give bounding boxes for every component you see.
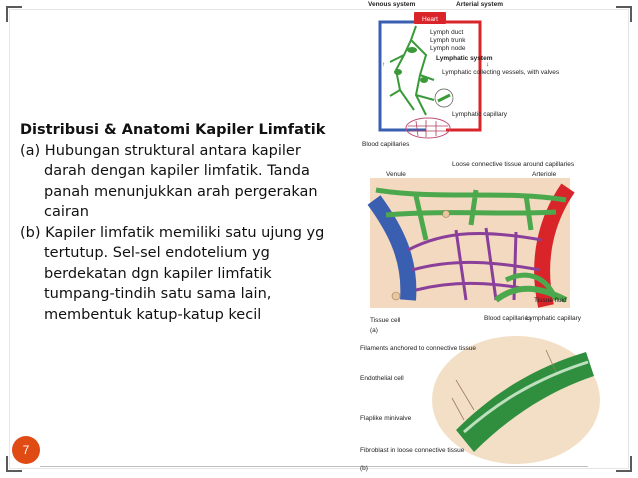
item-b: (b) Kapiler limfatik memiliki satu ujung… xyxy=(20,224,325,323)
venous-label: Venous system xyxy=(368,1,416,8)
arteriole-label: Arteriole xyxy=(532,171,557,178)
corner-mark xyxy=(616,6,632,22)
panel-a: Loose connective tissue around capillari… xyxy=(367,161,582,334)
tissue-fluid-label: Tissue fluid xyxy=(534,297,567,304)
arterial-label: Arterial system xyxy=(456,1,503,8)
fibroblast-label: Fibroblast in loose connective tissue xyxy=(360,447,465,454)
slide-text: Distribusi & Anatomi Kapiler Limfatik (a… xyxy=(20,120,340,325)
lymph-capillary-top-label: Lymphatic capillary xyxy=(452,111,508,118)
arrow-up: ↑ xyxy=(382,61,385,68)
panel-b: Filaments anchored to connective tissue … xyxy=(360,336,600,472)
corner-mark xyxy=(616,456,632,472)
blood-capillaries-a-label: Blood capillaries xyxy=(484,315,532,322)
flaplike-label: Flaplike minivalve xyxy=(360,415,412,422)
panel-a-label: (a) xyxy=(370,327,378,334)
filaments-label: Filaments anchored to connective tissue xyxy=(360,345,476,352)
lymph-node-label: Lymph node xyxy=(430,45,466,52)
page-number-badge: 7 xyxy=(12,436,40,464)
lymph-duct-label: Lymph duct xyxy=(430,29,464,36)
lymphatic-system-label: Lymphatic system xyxy=(436,55,493,62)
heart-label: Heart xyxy=(422,16,438,23)
circulation-diagram: Heart ↑ ↓ Venous system Arterial system … xyxy=(362,1,560,148)
venule-label: Venule xyxy=(386,171,406,178)
blood-capillaries-top-label: Blood capillaries xyxy=(362,141,410,148)
lymph-capillary-a-label: Lymphatic capillary xyxy=(526,315,582,322)
slide-title: Distribusi & Anatomi Kapiler Limfatik xyxy=(20,122,326,138)
collecting-label: Lymphatic collecting vessels, with valve… xyxy=(442,69,560,76)
item-a: (a) Hubungan struktural antara kapiler d… xyxy=(20,142,318,221)
panel-b-label: (b) xyxy=(360,465,368,472)
endothelial-label: Endothelial cell xyxy=(360,375,404,382)
lymph-trunk-label: Lymph trunk xyxy=(430,37,466,44)
footer-divider xyxy=(40,466,588,467)
lymphatic-figure: Heart ↑ ↓ Venous system Arterial system … xyxy=(360,1,600,472)
corner-mark xyxy=(6,6,22,22)
arrow-down: ↓ xyxy=(486,61,489,68)
corner-mark xyxy=(6,456,22,472)
tissue-cell-label: Tissue cell xyxy=(370,317,401,324)
slide-frame xyxy=(9,9,629,469)
loose-tissue-label: Loose connective tissue around capillari… xyxy=(452,161,575,168)
